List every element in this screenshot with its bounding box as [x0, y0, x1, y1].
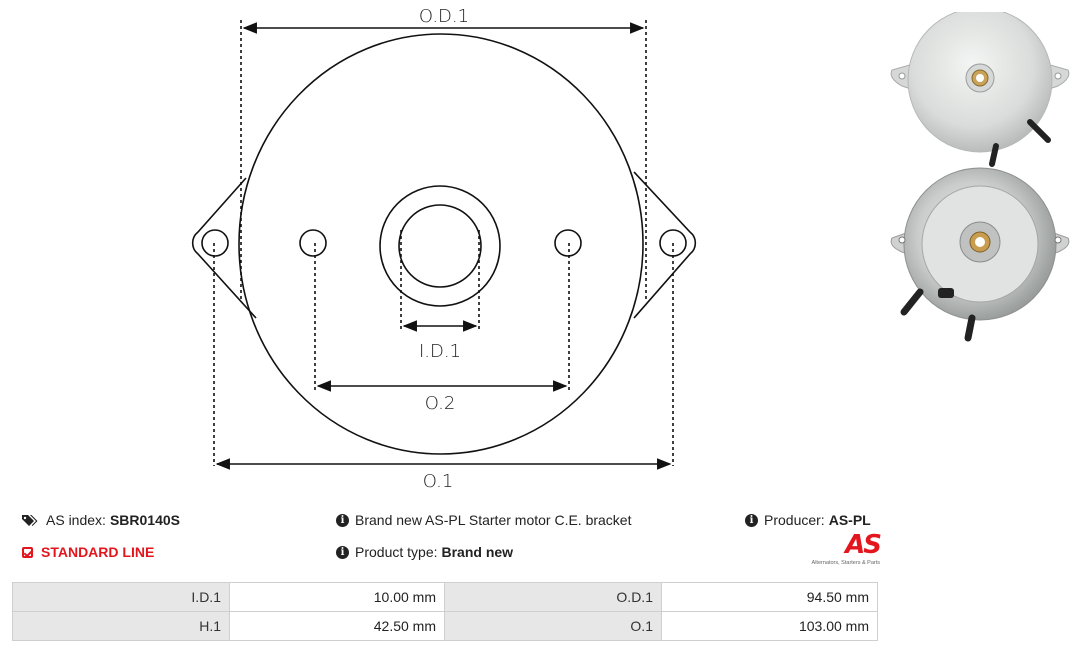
- product-photos: [890, 12, 1070, 342]
- spec-value: 42.50 mm: [229, 611, 445, 641]
- bracket-photo-bottom: [890, 167, 1070, 342]
- right-inner-hole: [554, 229, 582, 257]
- o1-label: O.1: [423, 471, 454, 492]
- table-row: I.D.1 10.00 mm O.D.1 94.50 mm: [12, 582, 878, 612]
- id1-label: I.D.1: [419, 341, 461, 362]
- bracket-photo-top: [890, 12, 1070, 167]
- producer-value: AS-PL: [828, 512, 871, 528]
- producer-label: Producer:: [764, 512, 825, 528]
- spec-value: 103.00 mm: [661, 611, 878, 641]
- producer-row: i Producer: AS-PL: [745, 512, 871, 528]
- table-row: H.1 42.50 mm O.1 103.00 mm: [12, 611, 878, 641]
- left-ear-outline: [191, 177, 257, 319]
- od1-label: O.D.1: [419, 6, 469, 27]
- hub-outer-ring: [379, 185, 501, 307]
- o2-label: O.2: [425, 393, 456, 414]
- checkbox-icon: [22, 546, 33, 558]
- as-index-label: AS index:: [46, 512, 106, 528]
- right-ear-outline: [633, 171, 697, 319]
- logo-tagline: Alternators, Starters & Parts: [811, 560, 880, 566]
- as-index-value: SBR0140S: [109, 512, 180, 528]
- left-ear-hole: [201, 229, 229, 257]
- info-icon: i: [745, 513, 758, 527]
- product-type-row: i Product type: Brand new: [336, 544, 513, 560]
- product-description: Brand new AS-PL Starter motor C.E. brack…: [355, 512, 632, 528]
- bracket-technical-drawing: O.D.1 I.D.1 O.2 O.1: [191, 6, 697, 492]
- left-inner-hole: [299, 229, 327, 257]
- spec-label: H.1: [12, 611, 230, 641]
- product-type-value: Brand new: [441, 544, 514, 560]
- spec-label: O.D.1: [444, 582, 662, 612]
- spec-value: 94.50 mm: [661, 582, 878, 612]
- spec-value: 10.00 mm: [229, 582, 445, 612]
- as-index-row: AS index: SBR0140S: [22, 512, 180, 528]
- tags-icon: [22, 514, 40, 527]
- description-row: i Brand new AS-PL Starter motor C.E. bra…: [336, 512, 632, 528]
- info-icon: i: [336, 513, 349, 527]
- product-type-label: Product type:: [355, 544, 438, 560]
- spec-table: I.D.1 10.00 mm O.D.1 94.50 mm H.1 42.50 …: [12, 582, 878, 641]
- logo-mark: AS: [845, 530, 882, 560]
- spec-label: I.D.1: [12, 582, 230, 612]
- as-pl-logo: AS Alternators, Starters & Parts: [790, 530, 882, 572]
- bracket-body-outline: [238, 33, 644, 455]
- info-icon: i: [336, 545, 349, 559]
- standard-line-badge: STANDARD LINE: [22, 544, 154, 560]
- spec-label: O.1: [444, 611, 662, 641]
- hub-bore: [398, 204, 482, 288]
- standard-line-label: STANDARD LINE: [41, 544, 155, 560]
